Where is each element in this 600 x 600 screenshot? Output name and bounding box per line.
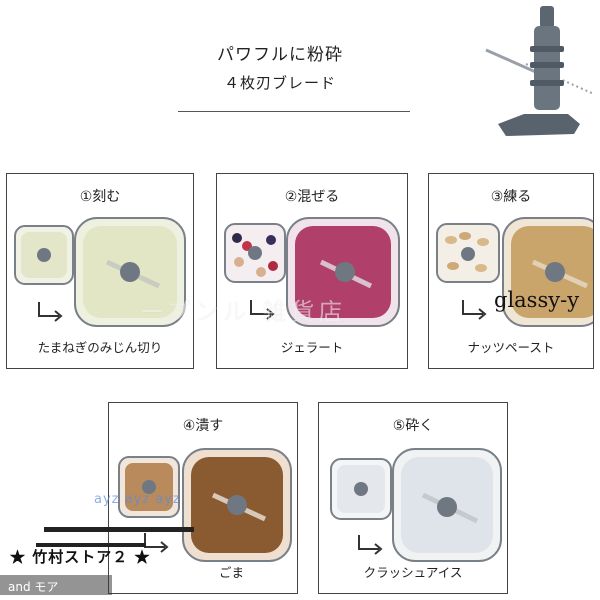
feature-panel-mix: ②混ぜる ジェラート xyxy=(216,173,408,369)
panel-caption: ナッツペースト xyxy=(467,340,555,355)
chop-illustration xyxy=(14,217,186,327)
panel-title: ③練る xyxy=(490,189,532,205)
panel-caption: クラッシュアイス xyxy=(363,565,463,580)
panel-caption: ごま xyxy=(219,565,245,580)
feature-panel-knead: ③練る ナッツペースト xyxy=(428,173,594,369)
feature-panel-chop: ①刻む たまねぎのみじん切り xyxy=(6,173,194,369)
watermark-and-more: and モア xyxy=(0,575,112,595)
panel-caption: たまねぎのみじん切り xyxy=(37,340,163,355)
panel-title: ⑤砕く xyxy=(392,418,434,434)
break-illustration xyxy=(330,448,502,562)
blade-illustration xyxy=(485,6,595,136)
header-divider xyxy=(178,111,410,112)
crush-illustration xyxy=(118,448,292,562)
feature-panel-break: ⑤砕く クラッシュアイス xyxy=(318,402,508,594)
mix-illustration xyxy=(224,217,400,327)
panel-caption: ジェラート xyxy=(280,340,344,355)
knead-illustration xyxy=(436,217,593,327)
panel-title: ①刻む xyxy=(79,189,121,205)
panel-title: ④潰す xyxy=(182,418,224,434)
subheadline: ４枚刃ブレード xyxy=(223,74,336,92)
headline: パワフルに粉砕 xyxy=(217,45,343,65)
panel-title: ②混ぜる xyxy=(284,189,340,205)
feature-header: パワフルに粉砕 ４枚刃ブレード xyxy=(180,40,380,93)
feature-panel-crush: ④潰す ごま xyxy=(108,402,298,594)
